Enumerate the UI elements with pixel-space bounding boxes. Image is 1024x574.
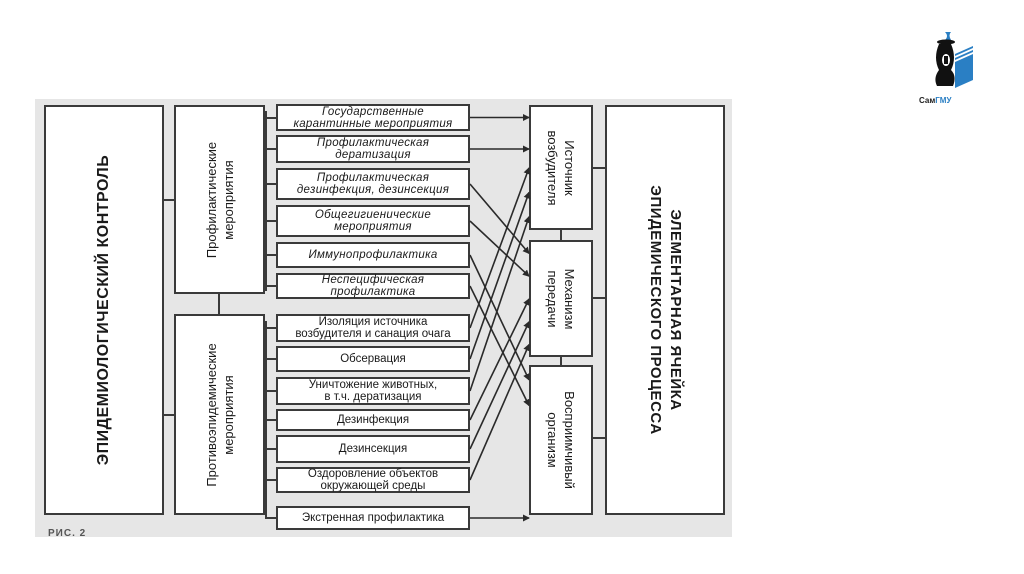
connection-arrow <box>469 183 530 255</box>
target-box-transmission: Механизм передачи <box>529 240 593 357</box>
epidemiological-control-diagram: ЭПИДЕМИОЛОГИЧЕСКИЙ КОНТРОЛЬ Профилактиче… <box>35 99 732 539</box>
measure-item: Обсервация <box>276 346 470 372</box>
connector-target-stack <box>560 357 562 365</box>
connector-stub <box>265 327 276 329</box>
measure-item-line2: окружающей среды <box>320 480 426 492</box>
measure-item-line1: Обсервация <box>340 353 406 365</box>
cell-box-elementary-unit: ЭЛЕМЕНТАРНАЯ ЯЧЕЙКА ЭПИДЕМИЧЕСКОГО ПРОЦЕ… <box>605 105 725 515</box>
measure-item-text: Обсервация <box>340 353 406 365</box>
figure-caption: РИС. 2 <box>48 528 87 539</box>
measure-item-line1: Дезинсекция <box>338 443 408 455</box>
connection-arrow <box>469 285 530 407</box>
logo-text: СамГМУ <box>919 96 951 105</box>
connector-target-cell <box>593 437 605 439</box>
measure-item-text: Дезинфекция <box>337 414 409 426</box>
connection-arrows <box>469 114 531 522</box>
connector-target-stack <box>560 230 562 240</box>
connection-arrow <box>469 191 531 360</box>
measure-item-text: Дезинсекция <box>339 443 407 455</box>
measure-item-line1: Дезинфекция <box>336 414 410 426</box>
measure-item-line1: Изоляция источника <box>318 316 428 328</box>
connector-stub <box>265 479 276 481</box>
logo-name-part2: ГМУ <box>935 96 952 105</box>
connector-root-groups <box>164 414 174 416</box>
measure-item-line2: в т.ч. дератизация <box>324 391 422 403</box>
measure-item-line1: Неспецифическая <box>321 274 425 286</box>
connection-arrow <box>469 298 530 421</box>
measure-item-line2: мероприятия <box>334 221 412 233</box>
connector-stub <box>265 183 276 185</box>
measure-item-line1: Иммунопрофилактика <box>308 249 438 261</box>
measure-item-line1: Государственные <box>321 105 424 118</box>
measure-item: Экстренная профилактика <box>276 506 470 530</box>
measure-item: Дезинсекция <box>276 435 470 463</box>
measure-item: Уничтожение животных,в т.ч. дератизация <box>276 377 470 405</box>
measure-item-line1: Профилактическая <box>316 137 430 149</box>
connector-groups-vertical <box>218 294 220 314</box>
connector-stub <box>265 220 276 222</box>
measure-item: Дезинфекция <box>276 409 470 431</box>
connector-stub <box>265 148 276 150</box>
measure-item-line2: карантинные мероприятия <box>293 117 453 130</box>
connector-stub <box>265 517 276 519</box>
connector-target-cell <box>593 297 605 299</box>
connector-root-groups <box>164 199 174 201</box>
group-box-preventive: Профилактические мероприятия <box>174 105 265 294</box>
samgmu-logo <box>915 28 985 108</box>
target-box-susceptible: Восприимчивый организм <box>529 365 593 515</box>
measure-item-text: Иммунопрофилактика <box>308 249 437 261</box>
connector-stub <box>265 116 276 119</box>
measure-item-line1: Экстренная профилактика <box>301 512 445 524</box>
measure-item-line1: Уничтожение животных, <box>308 379 438 391</box>
connector-stub <box>265 448 276 450</box>
connector-stub <box>265 254 276 256</box>
measure-item-line1: Профилактическая <box>316 172 430 184</box>
logo-name-part1: Сам <box>919 96 936 105</box>
connection-arrow <box>469 343 530 481</box>
connector-trunk <box>265 111 267 291</box>
connector-target-cell <box>593 167 605 169</box>
measure-item: Иммунопрофилактика <box>276 242 470 268</box>
connector-stub <box>265 390 276 392</box>
measure-item-text: Уничтожение животных,в т.ч. дератизация <box>309 379 437 403</box>
group-box-antiepidemic: Противоэпидемические мероприятия <box>174 314 265 515</box>
connection-arrow <box>469 320 530 450</box>
connection-arrow <box>469 215 531 392</box>
measure-item-text: Экстренная профилактика <box>302 512 444 524</box>
measure-item-line2: дезинфекция, дезинсекция <box>296 184 450 196</box>
logo-emblem-icon <box>935 32 973 88</box>
measure-item-line2: дератизация <box>335 149 411 161</box>
connection-arrow <box>469 254 530 381</box>
root-box-epidemiological-control: ЭПИДЕМИОЛОГИЧЕСКИЙ КОНТРОЛЬ <box>44 105 164 515</box>
connector-stub <box>265 358 276 360</box>
measure-item-line2: профилактика <box>330 286 416 298</box>
measure-item-line1: Оздоровление объектов <box>307 468 439 480</box>
measure-item-line2: возбудителя и санация очага <box>295 328 451 340</box>
measure-item-line1: Общегигиенические <box>314 209 432 221</box>
connector-stub <box>265 419 276 421</box>
connection-arrow <box>469 167 531 329</box>
connector-stub <box>265 285 276 287</box>
